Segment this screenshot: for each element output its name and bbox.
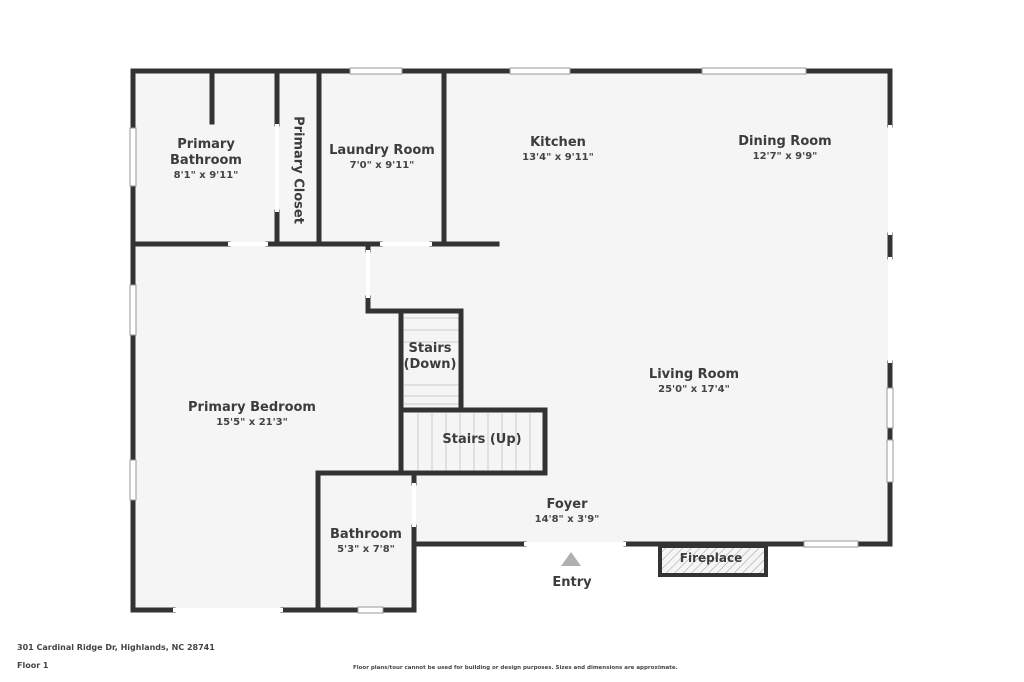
room-foyer: Foyer 14'8" x 3'9" [535, 497, 600, 526]
room-primary-bedroom: Primary Bedroom 15'5" x 21'3" [188, 400, 316, 429]
room-bathroom: Bathroom 5'3" x 7'8" [330, 527, 402, 556]
fireplace [658, 544, 768, 577]
room-name: (Down) [403, 357, 457, 372]
floor-label: Floor 1 [17, 661, 49, 670]
floor-fill [133, 70, 890, 610]
windows [129, 67, 894, 614]
room-laundry-room: Laundry Room 7'0" x 9'11" [329, 143, 435, 172]
room-name: Primary [177, 137, 235, 152]
room-name: Kitchen [530, 135, 586, 150]
fireplace-label: Fireplace [679, 551, 743, 565]
room-primary-closet: Primary Closet [290, 116, 306, 224]
room-stairs-down: Stairs (Down) [404, 341, 457, 373]
room-dimensions: 15'5" x 21'3" [216, 417, 288, 428]
room-primary-bathroom: Primary Bathroom 8'1" x 9'11" [170, 137, 242, 182]
room-living-room: Living Room 25'0" x 17'4" [649, 367, 739, 396]
room-name: Dining Room [738, 134, 832, 149]
room-dimensions: 5'3" x 7'8" [337, 544, 395, 555]
entry-arrow-icon [561, 552, 581, 566]
room-dimensions: 7'0" x 9'11" [349, 160, 415, 171]
property-address: 301 Cardinal Ridge Dr, Highlands, NC 287… [17, 643, 215, 652]
room-dimensions: 12'7" x 9'9" [752, 151, 818, 162]
room-name: Primary Bedroom [188, 400, 316, 415]
stairs-down-treads [404, 317, 460, 405]
room-name: Bathroom [170, 153, 242, 168]
disclaimer: Floor plans/tour cannot be used for buil… [353, 665, 678, 671]
room-stairs-up: Stairs (Up) [442, 432, 521, 448]
room-dimensions: 25'0" x 17'4" [658, 384, 730, 395]
room-dimensions: 8'1" x 9'11" [173, 170, 239, 181]
openings [173, 124, 892, 612]
room-name: Stairs [408, 341, 452, 356]
room-name: Bathroom [330, 527, 402, 542]
room-name: Laundry Room [329, 143, 435, 158]
stairs-up-treads [417, 413, 531, 472]
room-dining-room: Dining Room 12'7" x 9'9" [738, 134, 831, 163]
walls [130, 68, 893, 613]
room-name: Living Room [648, 367, 740, 382]
entry-label: Entry [552, 575, 592, 590]
room-dimensions: 13'4" x 9'11" [522, 152, 594, 163]
room-name: Foyer [546, 497, 588, 512]
room-name: Stairs (Up) [442, 432, 522, 447]
room-dimensions: 14'8" x 3'9" [534, 514, 600, 525]
room-kitchen: Kitchen 13'4" x 9'11" [522, 135, 594, 164]
